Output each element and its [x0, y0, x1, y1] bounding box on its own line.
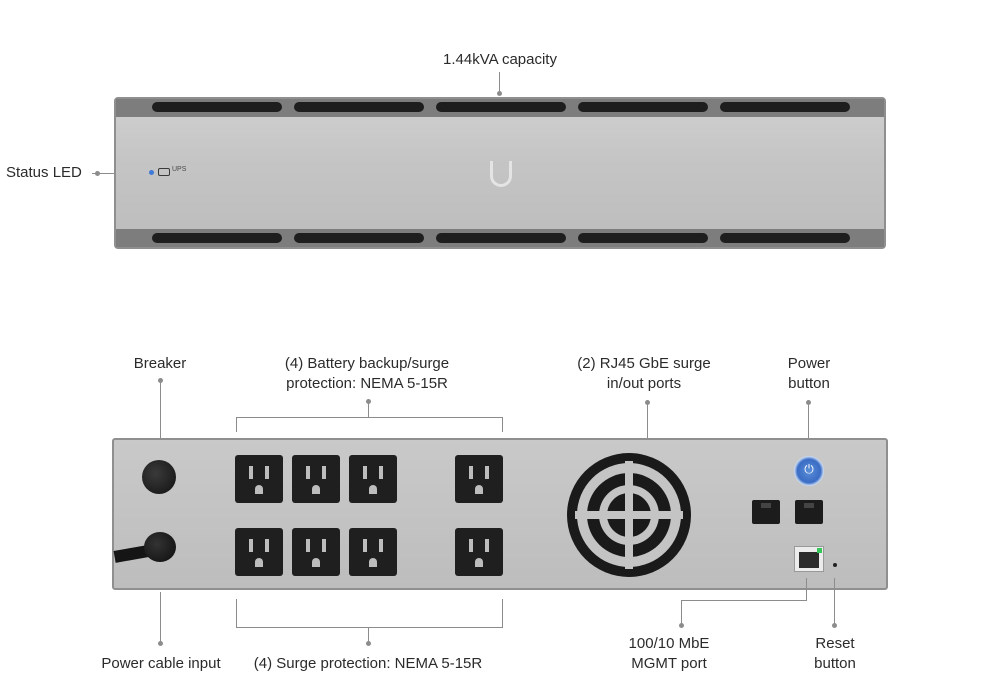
- breaker-label: Breaker: [133, 355, 187, 372]
- mgmt-port[interactable]: [794, 546, 824, 572]
- power-button-leader: [808, 402, 809, 452]
- surge-outlet: [349, 528, 397, 576]
- ups-text: UPS: [172, 166, 187, 173]
- vent-slot: [578, 102, 708, 112]
- mgmt-leader-vertical-device: [806, 578, 807, 600]
- rj45-leader: [647, 402, 648, 446]
- vent-slot: [152, 102, 282, 112]
- cooling-fan: [567, 453, 691, 577]
- vent-slot: [720, 102, 850, 112]
- mgmt-port-label: 100/10 MbE MGMT port: [628, 635, 710, 672]
- front-panel: UPS: [114, 97, 886, 249]
- capacity-leader-dot: [497, 91, 502, 96]
- vent-slot: [436, 102, 566, 112]
- reset-button[interactable]: [833, 563, 837, 567]
- battery-outlets-leader-dot: [366, 399, 371, 404]
- battery-outlet: [455, 455, 503, 503]
- battery-outlet: [235, 455, 283, 503]
- mgmt-leader-vertical: [681, 600, 682, 626]
- battery-icon: [158, 168, 170, 176]
- power-icon: ⏻: [804, 462, 814, 476]
- surge-outlet: [455, 528, 503, 576]
- power-cable-label: Power cable input: [101, 655, 221, 672]
- status-led-label: Status LED: [6, 164, 82, 181]
- surge-outlet: [292, 528, 340, 576]
- power-button[interactable]: ⏻: [794, 456, 824, 486]
- surge-outlets-leader: [368, 627, 369, 643]
- vent-slot: [294, 233, 424, 243]
- vent-slot: [152, 233, 282, 243]
- power-button-label: Power button: [787, 355, 831, 392]
- power-cable-leader: [160, 592, 161, 644]
- power-button-leader-dot: [806, 400, 811, 405]
- rj45-port-out[interactable]: [795, 500, 823, 524]
- vent-slot: [294, 102, 424, 112]
- surge-outlet: [235, 528, 283, 576]
- breaker-leader: [160, 380, 161, 460]
- power-cable-input: [144, 532, 176, 562]
- front-bottom-vent-band: [116, 229, 884, 247]
- mgmt-leader-dot: [679, 623, 684, 628]
- surge-outlets-leader-dot: [366, 641, 371, 646]
- breaker-leader-dot: [158, 378, 163, 383]
- mgmt-leader-horizontal: [681, 600, 807, 601]
- rear-panel: ⏻: [112, 438, 888, 590]
- status-led-icon: [149, 170, 154, 175]
- surge-outlets-label: (4) Surge protection: NEMA 5-15R: [253, 655, 483, 672]
- breaker-switch[interactable]: [142, 460, 176, 494]
- capacity-label: 1.44kVA capacity: [443, 51, 557, 68]
- brand-logo-icon: [490, 161, 512, 187]
- vent-slot: [720, 233, 850, 243]
- rj45-ports-label: (2) RJ45 GbE surge in/out ports: [577, 355, 711, 392]
- reset-button-label: Reset button: [814, 635, 856, 672]
- rj45-leader-dot: [645, 400, 650, 405]
- reset-leader-dot: [832, 623, 837, 628]
- battery-outlet: [349, 455, 397, 503]
- status-led-leader-dot: [95, 171, 100, 176]
- rj45-port-in[interactable]: [752, 500, 780, 524]
- battery-outlets-leader: [368, 401, 369, 417]
- capacity-leader: [499, 72, 500, 95]
- battery-outlet: [292, 455, 340, 503]
- reset-leader: [834, 578, 835, 626]
- front-top-vent-band: [116, 99, 884, 117]
- vent-slot: [436, 233, 566, 243]
- power-cable-leader-dot: [158, 641, 163, 646]
- vent-slot: [578, 233, 708, 243]
- battery-outlets-label: (4) Battery backup/surge protection: NEM…: [284, 355, 450, 392]
- surge-outlets-bracket: [236, 599, 503, 628]
- battery-outlets-bracket: [236, 417, 503, 432]
